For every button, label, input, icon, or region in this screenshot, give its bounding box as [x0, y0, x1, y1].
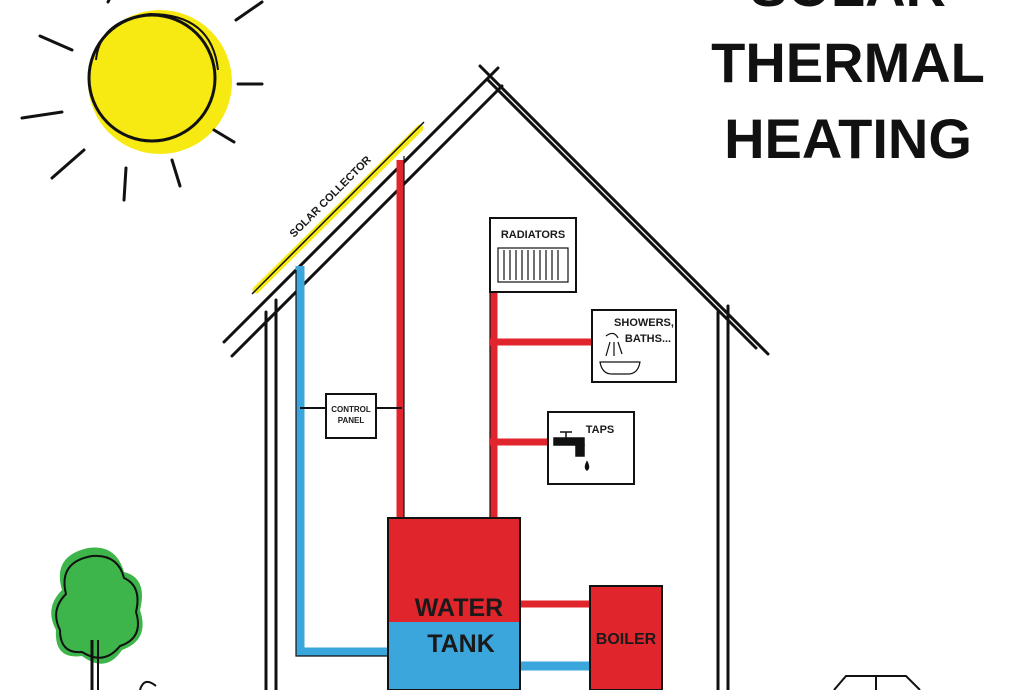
water-tank-label-2: TANK	[427, 630, 495, 658]
showers-frame	[591, 309, 677, 383]
water-tank-cold	[388, 622, 520, 690]
cold-pipe-main	[295, 266, 400, 657]
hot-pipes	[396, 156, 592, 608]
control-panel: CONTROL PANEL	[300, 393, 402, 439]
sun-sketch-line	[95, 12, 219, 71]
showers-box: SHOWERS, BATHS...	[591, 309, 677, 383]
roof-right-outer	[478, 64, 770, 356]
taps-frame	[547, 411, 635, 485]
house-outline	[222, 64, 770, 692]
roof-left-outer	[222, 66, 500, 344]
cold-pipe-sketch	[295, 270, 398, 657]
water-tank: WATER TANK	[387, 517, 521, 691]
tap-icon	[553, 431, 590, 471]
showers-label-1: SHOWERS,	[614, 317, 674, 329]
title-line-3: HEATING	[724, 107, 972, 170]
water-tank-hot	[388, 518, 520, 622]
boiler-box	[589, 585, 663, 691]
roof-left-inner	[230, 84, 504, 358]
title-line-2: THERMAL	[711, 31, 985, 94]
sun-icon	[20, 0, 264, 202]
sun-fill	[88, 10, 232, 154]
showers-label-2: BATHS...	[625, 333, 671, 345]
taps-label: TAPS	[586, 424, 615, 436]
taps-box: TAPS	[547, 411, 635, 485]
radiators-label: RADIATORS	[501, 229, 565, 241]
boiler-label: BOILER	[596, 631, 657, 648]
water-tank-label-1: WATER	[415, 594, 503, 622]
solar-collector-edge	[251, 121, 425, 295]
car-icon	[833, 675, 921, 691]
boiler: BOILER	[589, 585, 663, 691]
tree-icon	[51, 547, 157, 691]
radiators-box: RADIATORS	[489, 217, 577, 293]
sun-rays	[20, 0, 264, 202]
title-block: SOLAR THERMAL HEATING	[711, 0, 985, 170]
title-line-1: SOLAR	[750, 0, 946, 18]
control-panel-label-1: CONTROL	[331, 405, 371, 414]
control-panel-label-2: PANEL	[338, 416, 365, 425]
control-panel-box	[325, 393, 377, 439]
shower-icon	[599, 332, 641, 375]
cold-pipe	[295, 266, 592, 671]
radiator-icon	[497, 247, 569, 283]
roof-right-inner	[486, 78, 758, 350]
